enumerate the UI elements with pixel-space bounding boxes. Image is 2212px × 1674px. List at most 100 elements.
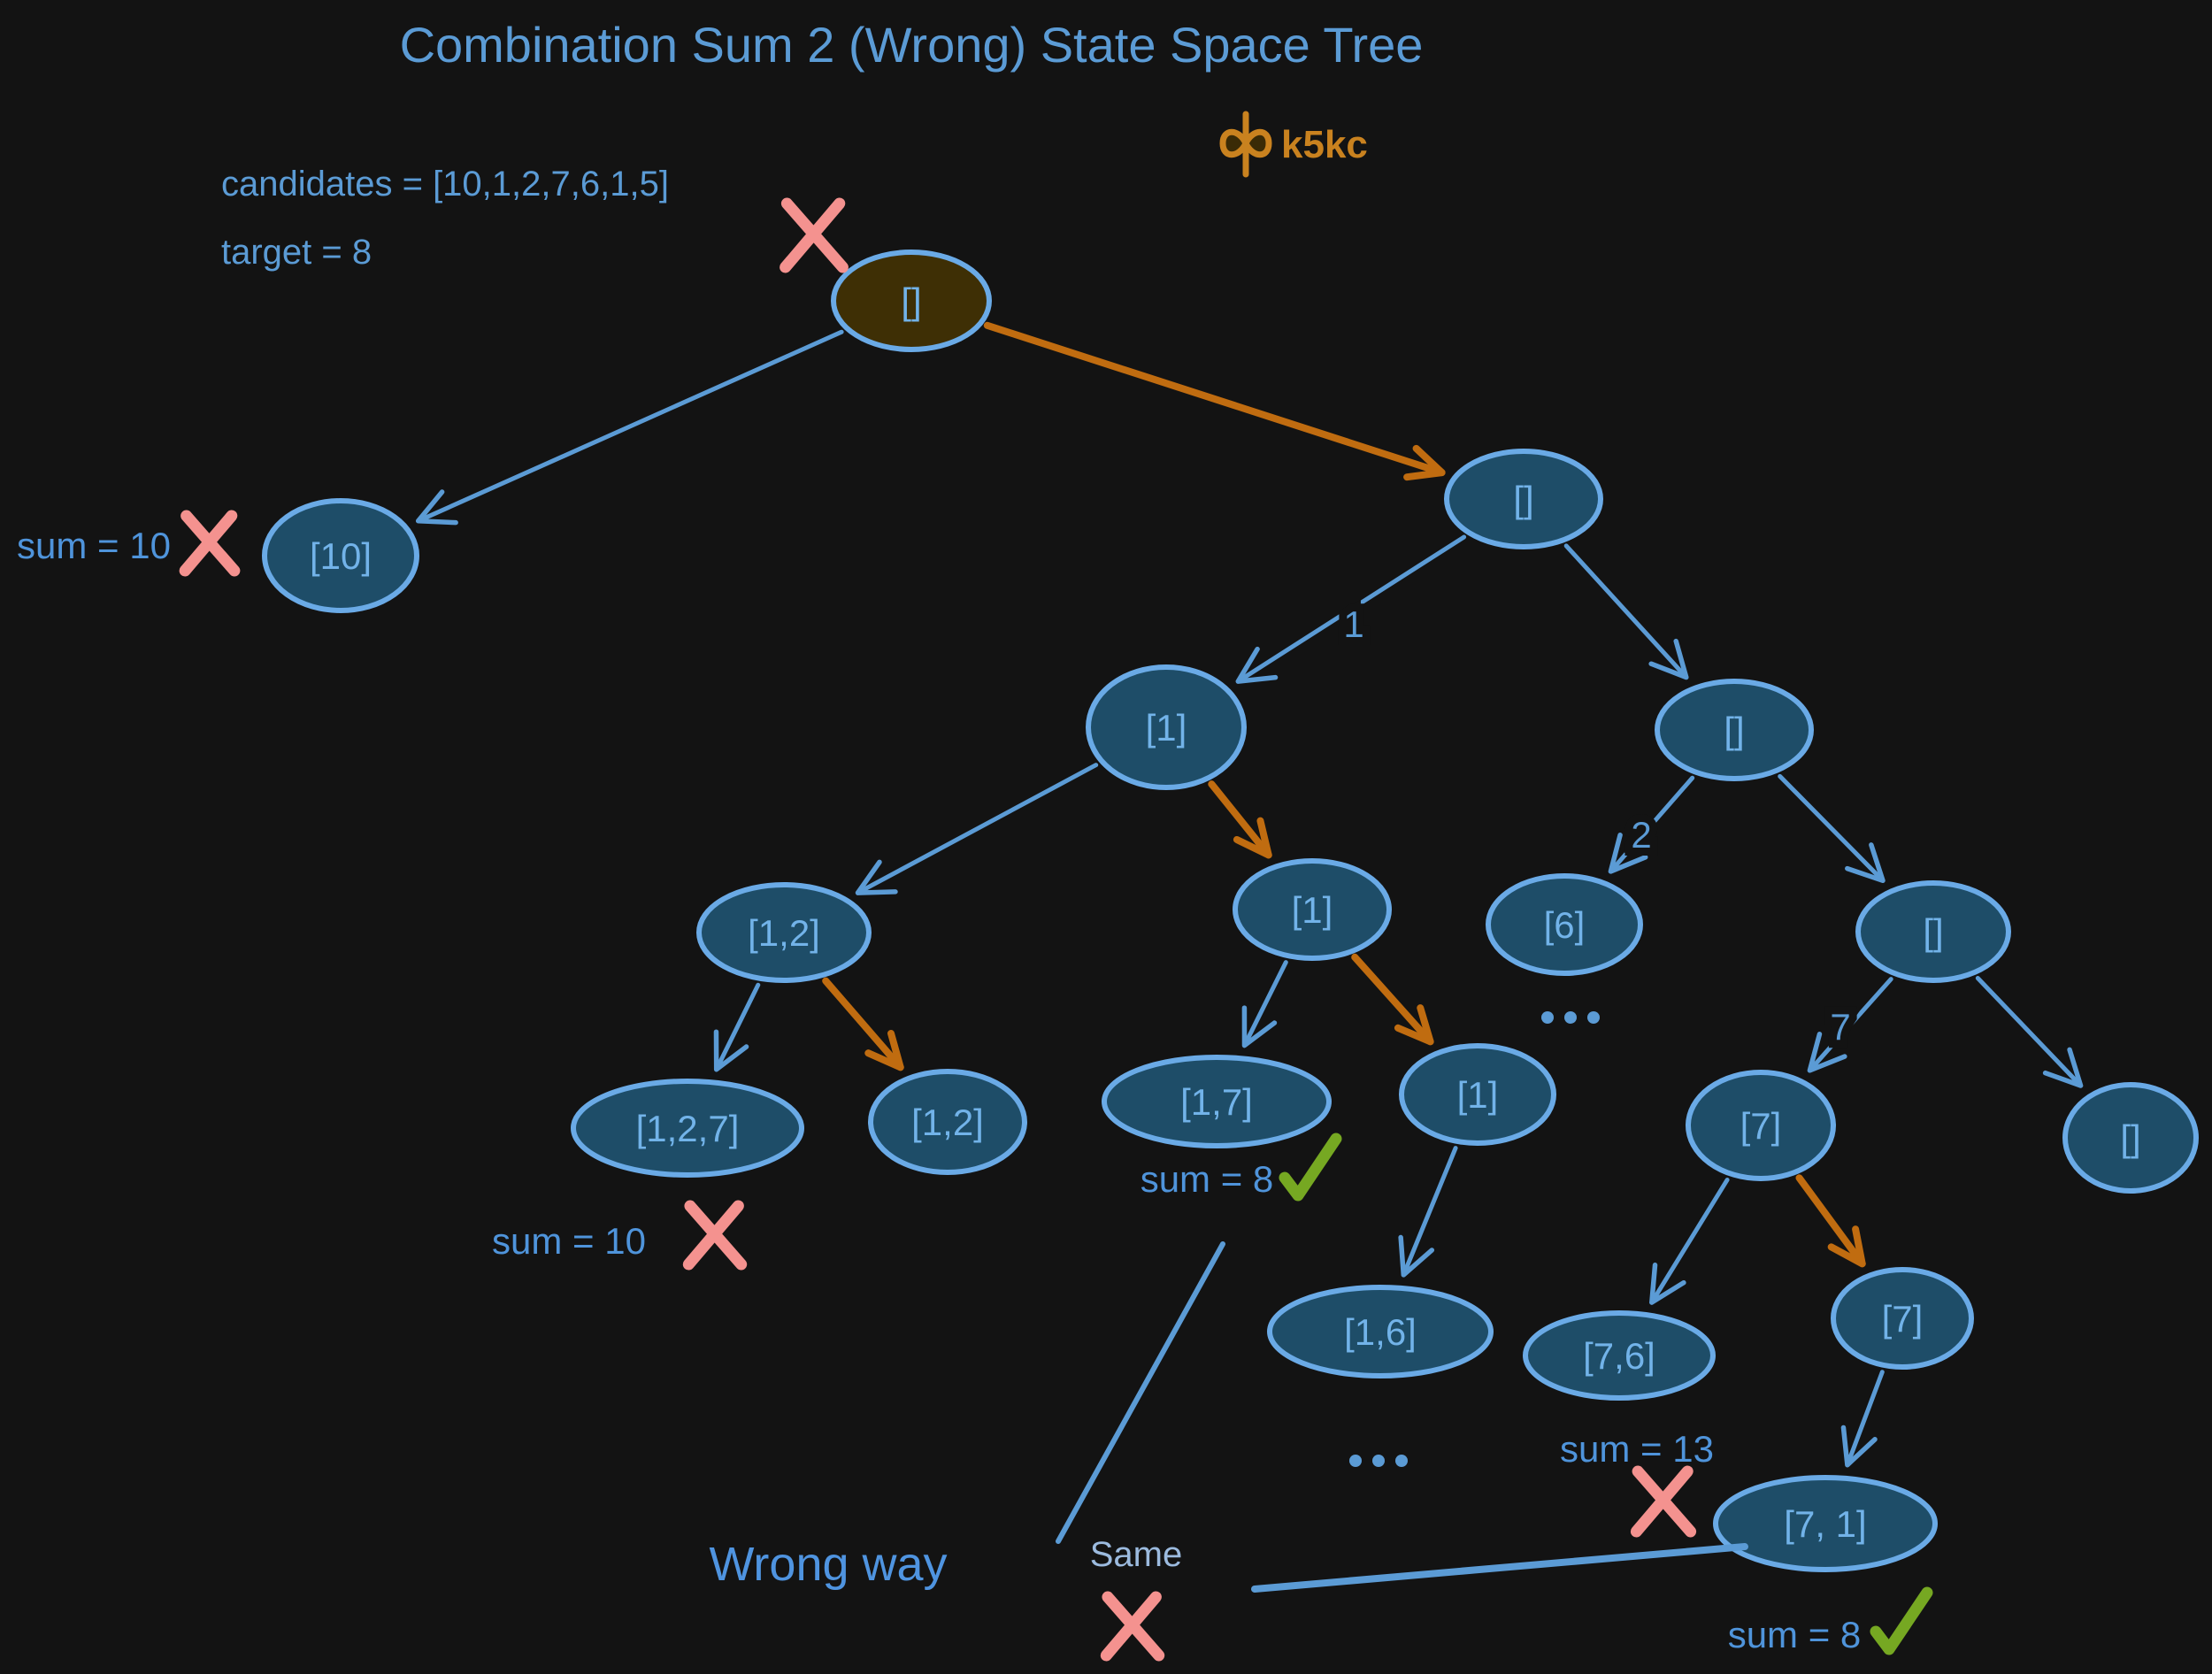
node-ellipse-n71 bbox=[1713, 1475, 1938, 1572]
ellipsis-under-16-dot bbox=[1349, 1455, 1362, 1467]
sum-8-mid-check-icon bbox=[1279, 1133, 1342, 1202]
tree-node-n10: [10] bbox=[262, 498, 419, 613]
node-ellipse-n76 bbox=[1523, 1310, 1716, 1401]
tree-node-r3: [] bbox=[1855, 880, 2011, 983]
tree-edge-n1c-n16 bbox=[1398, 1146, 1458, 1278]
sum-10-bottom-cross-icon bbox=[682, 1200, 748, 1271]
node-ellipse-r1 bbox=[1444, 449, 1603, 549]
node-ellipse-r4 bbox=[2062, 1082, 2199, 1194]
ellipsis-under-6-dot bbox=[1587, 1011, 1600, 1024]
sum-8-bottom-check-icon bbox=[1870, 1586, 1933, 1655]
node-label-n6: [6] bbox=[1544, 904, 1586, 946]
tree-node-n6: [6] bbox=[1486, 873, 1643, 976]
tree-node-n7b: [7] bbox=[1831, 1267, 1974, 1370]
edge-label-r1-n1a: 1 bbox=[1343, 603, 1363, 645]
ellipsis-under-16-dot bbox=[1395, 1455, 1408, 1467]
sum-10-bottom-cross-icon-stroke bbox=[682, 1200, 744, 1271]
node-label-n1a: [1] bbox=[1146, 707, 1187, 749]
tree-node-r1: [] bbox=[1444, 449, 1603, 549]
node-ellipse-n1a bbox=[1086, 664, 1247, 790]
tree-edge-r3-r4 bbox=[1975, 976, 2084, 1088]
target-label: target = 8 bbox=[221, 233, 372, 272]
sum-10-bottom-label: sum = 10 bbox=[492, 1220, 646, 1262]
tree-edge-r3-n7a bbox=[1807, 977, 1893, 1073]
nodes-layer: [] [10] [] [1] [] [1,2] [1] [6] [] [1,2,7] [1,2] [1… bbox=[262, 250, 2199, 1572]
root-cross-icon bbox=[780, 197, 849, 273]
ellipsis-under-6 bbox=[1541, 1011, 1600, 1024]
same-line bbox=[1251, 1543, 1748, 1593]
node-ellipse-n12b bbox=[868, 1069, 1027, 1175]
sum-13-cross-icon bbox=[1630, 1465, 1697, 1538]
edges-layer bbox=[415, 321, 2084, 1468]
tree-edge-r1-n1a bbox=[1235, 534, 1467, 684]
tree-node-n127: [1,2,7] bbox=[571, 1079, 804, 1178]
node-label-n7a: [7] bbox=[1740, 1105, 1782, 1147]
tree-edge-root-n10 bbox=[415, 329, 844, 526]
sum-8-mid-label: sum = 8 bbox=[1141, 1158, 1274, 1200]
node-ellipse-r2 bbox=[1655, 679, 1814, 781]
node-ellipse-n127 bbox=[571, 1079, 804, 1178]
node-label-n12b: [1,2] bbox=[911, 1102, 984, 1143]
node-label-n127: [1,2,7] bbox=[636, 1108, 740, 1149]
tree-node-n1a: [1] bbox=[1086, 664, 1247, 790]
node-ellipse-root bbox=[831, 250, 992, 352]
page-title: Combination Sum 2 (Wrong) State Space Tr… bbox=[400, 17, 1424, 73]
edge-labels-layer: 127 bbox=[1335, 595, 1858, 1056]
tree-edge-n7a-n7b bbox=[1795, 1174, 1866, 1268]
tree-edge-n7a-n76 bbox=[1649, 1178, 1730, 1305]
note-same: Same bbox=[1090, 1535, 1183, 1574]
node-label-r4: [] bbox=[2120, 1117, 2140, 1159]
node-label-n10: [10] bbox=[310, 535, 372, 577]
tree-edge-n1b-n1c bbox=[1351, 953, 1434, 1046]
tree-edge-n12-n127 bbox=[713, 982, 761, 1072]
node-ellipse-n7b bbox=[1831, 1267, 1974, 1370]
annotations-layer: sum = 10 sum = 10 sum = 8 sum = 13 sum = 8 Wr… bbox=[17, 197, 1933, 1662]
same-cross-icon bbox=[1100, 1591, 1165, 1662]
watermark-brand: k5kc bbox=[1281, 123, 1368, 166]
sum-10-left-cross-icon bbox=[179, 510, 241, 577]
tree-node-n71: [7, 1] bbox=[1713, 1475, 1938, 1572]
note-wrong-way: Wrong way bbox=[709, 1538, 947, 1591]
node-label-r3: [] bbox=[1923, 911, 1943, 953]
tree-edge-root-r1 bbox=[983, 321, 1446, 481]
tree-node-r4: [] bbox=[2062, 1082, 2199, 1194]
tree-node-n76: [7,6] bbox=[1523, 1310, 1716, 1401]
sum-10-left-cross-icon-stroke bbox=[179, 510, 238, 577]
sum-13-label: sum = 13 bbox=[1560, 1428, 1714, 1470]
node-label-n71: [7, 1] bbox=[1784, 1503, 1866, 1545]
tree-node-n7a: [7] bbox=[1686, 1070, 1836, 1181]
tree-edge-n1b-n17 bbox=[1241, 960, 1288, 1048]
candidates-label: candidates = [10,1,2,7,6,1,5] bbox=[221, 165, 669, 203]
node-label-n1c: [1] bbox=[1457, 1074, 1499, 1116]
tree-edge-n7b-n71 bbox=[1840, 1370, 1885, 1468]
node-ellipse-n17 bbox=[1102, 1055, 1332, 1148]
node-label-n17: [1,7] bbox=[1180, 1081, 1253, 1123]
wrong-way-line bbox=[1056, 1241, 1225, 1544]
ellipsis-under-6-dot bbox=[1541, 1011, 1554, 1024]
node-ellipse-n12 bbox=[696, 882, 872, 983]
same-cross-icon-stroke bbox=[1100, 1591, 1162, 1662]
tree-node-n1b: [1] bbox=[1233, 858, 1392, 961]
node-label-root: [] bbox=[901, 280, 921, 322]
tree-node-n17: [1,7] bbox=[1102, 1055, 1332, 1148]
node-label-r2: [] bbox=[1724, 710, 1744, 751]
ellipsis-under-6-dot bbox=[1564, 1011, 1577, 1024]
node-label-n1b: [1] bbox=[1292, 889, 1333, 931]
node-ellipse-n7a bbox=[1686, 1070, 1836, 1181]
sum-10-left-label: sum = 10 bbox=[17, 525, 171, 566]
tree-edge-r2-r3 bbox=[1778, 773, 1886, 884]
node-label-n76: [7,6] bbox=[1583, 1335, 1655, 1377]
tree-node-n12: [1,2] bbox=[696, 882, 872, 983]
tree-edge-r2-n6 bbox=[1608, 775, 1695, 874]
tree-edge-r1-r2 bbox=[1563, 543, 1689, 680]
node-label-n16: [1,6] bbox=[1344, 1311, 1417, 1353]
node-ellipse-n10 bbox=[262, 498, 419, 613]
edge-label-r3-n7a: 7 bbox=[1830, 1006, 1850, 1048]
node-ellipse-n1b bbox=[1233, 858, 1392, 961]
node-ellipse-r3 bbox=[1855, 880, 2011, 983]
tree-node-n12b: [1,2] bbox=[868, 1069, 1027, 1175]
node-ellipse-n16 bbox=[1267, 1285, 1494, 1378]
tree-node-root: [] bbox=[831, 250, 992, 352]
sum-8-bottom-label: sum = 8 bbox=[1728, 1614, 1862, 1655]
